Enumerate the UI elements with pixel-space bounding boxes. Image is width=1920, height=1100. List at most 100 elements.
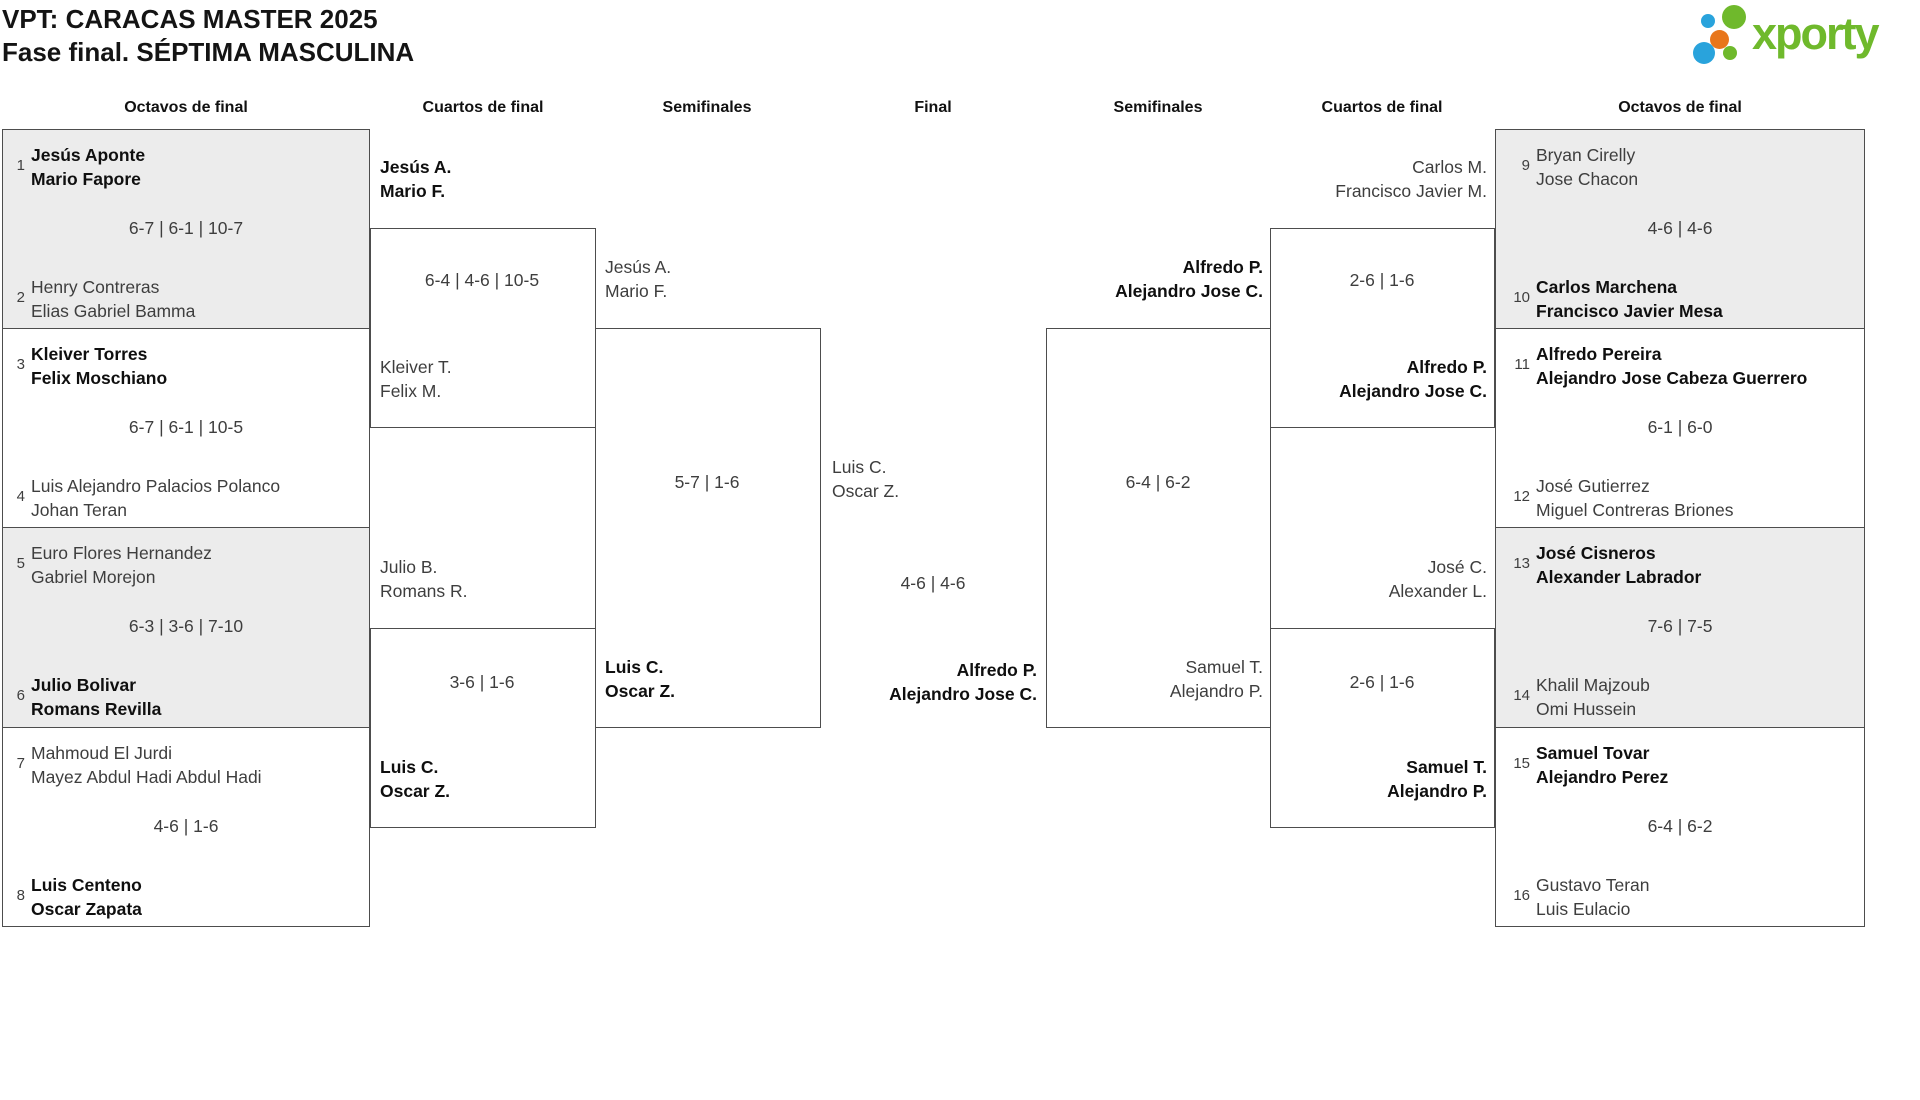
player-name: Khalil Majzoub [1536,675,1650,695]
player-name: Alejandro Perez [1536,767,1669,787]
team-name: Samuel Tovar Alejandro Perez [1536,741,1668,789]
player-name: Euro Flores Hernandez [31,543,212,563]
seed-number: 10 [1513,289,1530,306]
player-name: Julio Bolivar [31,675,137,695]
seed-number: 13 [1513,555,1530,572]
player-name: Alejandro Jose C. [1115,281,1263,301]
player-name: Romans R. [380,581,468,601]
match-score: 2-6 | 1-6 [1349,270,1415,290]
player-name: Francisco Javier Mesa [1536,301,1723,321]
player-name: Luis C. [832,457,887,477]
player-name: Luis Eulacio [1536,899,1631,919]
player-name: Miguel Contreras Briones [1536,500,1734,520]
player-name: Luis Alejandro Palacios Polanco [31,476,281,496]
match-score: 5-7 | 1-6 [674,472,740,492]
team-name: Khalil Majzoub Omi Hussein [1536,673,1650,721]
column-header-cuartos-left: Cuartos de final [422,99,544,116]
seed-number: 2 [16,289,25,306]
player-name: Oscar Zapata [31,899,142,919]
seed-number: 14 [1513,687,1530,704]
player-name: Bryan Cirelly [1536,145,1636,165]
player-name: Mayez Abdul Hadi Abdul Hadi [31,767,262,787]
player-name: Samuel Tovar [1536,743,1650,763]
player-name: Jose Chacon [1536,169,1639,189]
player-name: Carlos M. [1412,157,1487,177]
logo-dot-blue-small [1701,14,1715,28]
player-name: Oscar Z. [605,681,676,701]
match-score: 6-3 | 3-6 | 7-10 [128,616,244,636]
player-name: Mario F. [605,281,668,301]
player-name: Alfredo P. [956,660,1037,680]
player-name: Mario F. [380,181,446,201]
team-name: Euro Flores Hernandez Gabriel Morejon [31,541,212,589]
team-name: Mahmoud El Jurdi Mayez Abdul Hadi Abdul … [31,741,262,789]
team-name: Alfredo P. Alejandro Jose C. [889,658,1037,706]
team-name: Jesús A. Mario F. [380,155,451,203]
team-name: Luis Centeno Oscar Zapata [31,873,142,921]
logo-dot-orange [1710,30,1729,49]
tournament-name: VPT: CARACAS MASTER 2025 [2,4,378,34]
column-header-octavos-left: Octavos de final [124,99,248,116]
column-header-semifinal-right: Semifinales [1113,99,1203,116]
player-name: Felix M. [380,381,442,401]
match-score: 6-4 | 6-2 [1125,472,1191,492]
team-name: Gustavo Teran Luis Eulacio [1536,873,1650,921]
column-header-semifinal-left: Semifinales [662,99,752,116]
player-name: Alejandro Jose C. [889,684,1037,704]
team-name: Alfredo Pereira Alejandro Jose Cabeza Gu… [1536,342,1807,390]
player-name: Alfredo Pereira [1536,344,1662,364]
team-name: Luis Alejandro Palacios Polanco Johan Te… [31,474,280,522]
team-name: Kleiver T. Felix M. [380,355,452,403]
player-name: Mahmoud El Jurdi [31,743,173,763]
team-name: Samuel T. Alejandro P. [1170,655,1263,703]
player-name: Elias Gabriel Bamma [31,301,196,321]
player-name: Romans Revilla [31,699,162,719]
team-name: José Gutierrez Miguel Contreras Briones [1536,474,1733,522]
team-name: Luis C. Oscar Z. [605,655,675,703]
logo-dot-blue-large [1693,42,1715,64]
match-box-octavos-right-4: 15 Samuel Tovar Alejandro Perez 6-4 | 6-… [1495,727,1865,927]
team-name: Carlos M. Francisco Javier M. [1335,155,1487,203]
team-name: Alfredo P. Alejandro Jose C. [1339,355,1487,403]
player-name: Samuel T. [1406,757,1487,777]
team-name: Julio B. Romans R. [380,555,468,603]
player-name: Luis C. [380,757,439,777]
player-name: Jesús A. [380,157,452,177]
player-name: Kleiver Torres [31,344,148,364]
player-name: Francisco Javier M. [1335,181,1487,201]
seed-number: 8 [16,887,25,904]
match-box-octavos-left-2: 3 Kleiver Torres Felix Moschiano 6-7 | 6… [2,328,370,528]
team-name: Jesús A. Mario F. [605,255,671,303]
match-score: 4-6 | 1-6 [153,816,219,836]
seed-number: 3 [16,356,25,373]
team-name: Bryan Cirelly Jose Chacon [1536,143,1638,191]
player-name: Luis Centeno [31,875,142,895]
player-name: Kleiver T. [380,357,452,377]
logo-dot-green-small [1723,46,1737,60]
team-name: José Cisneros Alexander Labrador [1536,541,1701,589]
match-score: 4-6 | 4-6 [900,573,966,593]
team-name: Henry Contreras Elias Gabriel Bamma [31,275,195,323]
match-box-cuartos-right-2 [1270,628,1495,828]
seed-number: 9 [1521,157,1530,174]
seed-number: 5 [16,555,25,572]
team-name: Kleiver Torres Felix Moschiano [31,342,167,390]
logo-dot-green-large [1722,5,1746,29]
phase-category: Fase final. SÉPTIMA MASCULINA [2,37,415,67]
match-box-semifinal-right [1046,328,1271,728]
match-score: 4-6 | 4-6 [1647,218,1713,238]
match-score: 3-6 | 1-6 [449,672,515,692]
seed-number: 11 [1514,356,1530,373]
team-name: José C. Alexander L. [1389,555,1487,603]
player-name: Luis C. [605,657,664,677]
player-name: Gustavo Teran [1536,875,1650,895]
team-name: Luis C. Oscar Z. [380,755,450,803]
match-score: 6-7 | 6-1 | 10-5 [128,417,244,437]
match-score: 2-6 | 1-6 [1349,672,1415,692]
match-box-cuartos-left-2 [370,628,596,828]
match-box-semifinal-left [595,328,821,728]
player-name: Samuel T. [1185,657,1264,677]
player-name: José C. [1427,557,1487,577]
player-name: Alejandro P. [1169,681,1263,701]
